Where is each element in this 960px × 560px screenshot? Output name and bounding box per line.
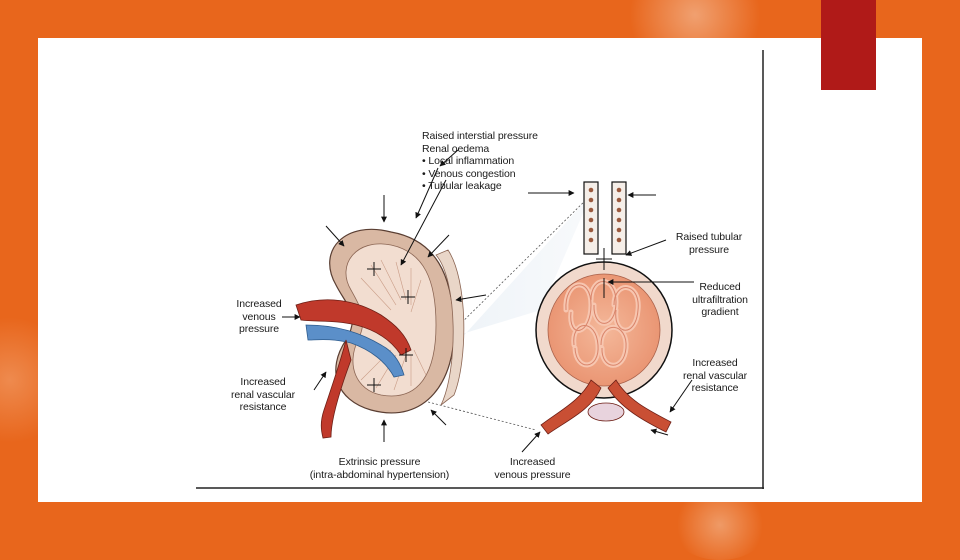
arrow-right-kidney bbox=[455, 294, 487, 303]
arrow-bottomright-kidney bbox=[430, 409, 447, 426]
arrow-top-label-2 bbox=[400, 179, 447, 266]
arrow-topleft-kidney bbox=[325, 225, 345, 247]
label-renal-oedema: Renal oedema bbox=[422, 142, 490, 155]
label-top-group: Raised interstial pressure Renal oedema … bbox=[422, 130, 538, 193]
arrow-top-label-1 bbox=[415, 167, 439, 219]
arrow-vascular-right bbox=[669, 379, 693, 413]
beam-line-upper bbox=[441, 189, 597, 343]
kidney-diagram: Raised interstial pressure Renal oedema … bbox=[196, 50, 764, 489]
label-interstitial-pressure: Raised interstial pressure bbox=[422, 130, 538, 142]
label-increased-renal-vascular-resistance-right: Increased renal vascular resistance bbox=[683, 357, 747, 394]
glomerulus-illustration bbox=[535, 181, 673, 435]
label-extrinsic-pressure: Extrinsic pressure (intra-abdominal hype… bbox=[309, 456, 450, 481]
arrow-venous-bottom bbox=[521, 431, 541, 453]
kidney-diagram-drawing bbox=[196, 50, 764, 489]
arrow-top-label bbox=[439, 149, 459, 167]
arrow-tubular-pressure bbox=[625, 239, 667, 256]
arrow-bottom-right-glom bbox=[650, 428, 669, 436]
label-bullet-2: • Venous congestion bbox=[422, 167, 516, 180]
arrow-topright-kidney bbox=[427, 234, 450, 258]
accent-block bbox=[821, 0, 876, 90]
label-reduced-ultrafiltration-gradient: Reduced ultrafiltration gradient bbox=[692, 281, 748, 318]
label-bullet-3: • Tubular leakage bbox=[422, 180, 502, 192]
label-raised-tubular-pressure: Raised tubular pressure bbox=[675, 231, 743, 256]
label-increased-venous-pressure-bottom: Increased venous pressure bbox=[494, 456, 571, 481]
label-bullet-1: • Local inflammation bbox=[422, 155, 515, 167]
kidney-illustration bbox=[295, 228, 465, 439]
arrow-vascular-left bbox=[313, 371, 327, 391]
label-increased-venous-pressure: Increased venous pressure bbox=[236, 298, 282, 335]
label-increased-renal-vascular-resistance-left: Increased renal vascular resistance bbox=[231, 376, 295, 413]
beam-line-lower bbox=[400, 394, 537, 431]
slide-content-area bbox=[38, 38, 922, 502]
